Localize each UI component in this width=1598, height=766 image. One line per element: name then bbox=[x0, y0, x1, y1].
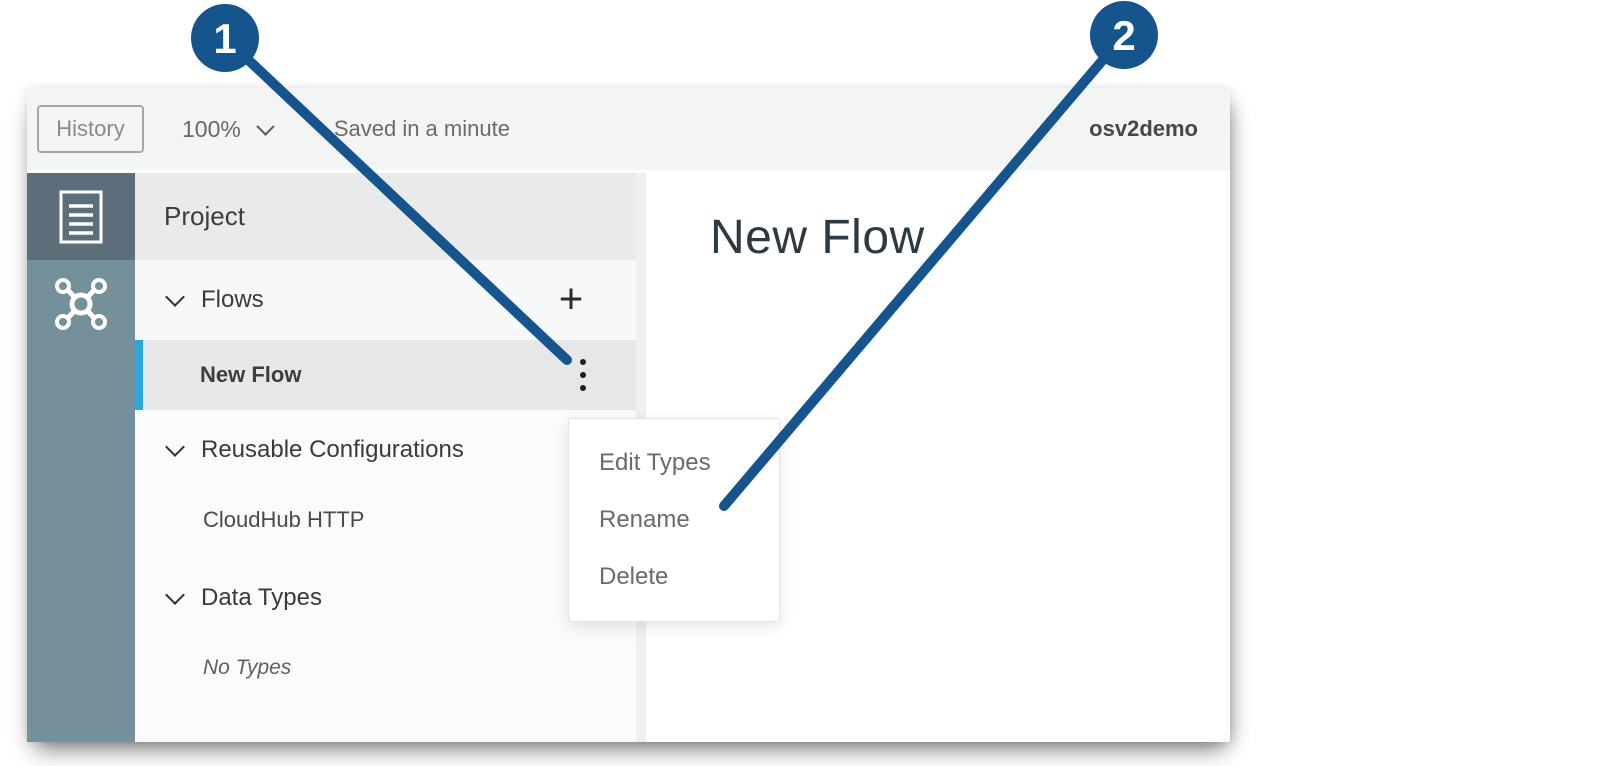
chevron-down-icon[interactable] bbox=[165, 436, 185, 457]
canvas-flow-title: New Flow bbox=[710, 211, 925, 264]
spec-document-icon bbox=[59, 190, 103, 243]
callout-1-number: 1 bbox=[213, 15, 236, 62]
chevron-down-icon[interactable] bbox=[165, 286, 185, 307]
configuration-label: CloudHub HTTP bbox=[203, 507, 365, 532]
history-button[interactable]: History bbox=[37, 105, 144, 153]
menu-item-delete[interactable]: Delete bbox=[599, 562, 669, 590]
app-window: History 100% Saved in a minute osv2demo bbox=[27, 88, 1230, 742]
rail-item-spec[interactable] bbox=[27, 173, 135, 260]
menu-item-edit-types[interactable]: Edit Types bbox=[599, 448, 711, 476]
flow-network-icon bbox=[55, 277, 107, 330]
tree-item-cloudhub-http[interactable]: CloudHub HTTP bbox=[135, 485, 636, 555]
add-flow-button[interactable]: + bbox=[558, 274, 584, 322]
section-label: Flows bbox=[201, 286, 264, 313]
flow-context-menu: Edit Types Rename Delete bbox=[568, 418, 780, 622]
callout-2-badge bbox=[1090, 1, 1158, 69]
empty-types-label: No Types bbox=[203, 656, 292, 679]
callout-1-badge bbox=[191, 4, 259, 72]
kebab-dot bbox=[580, 385, 586, 391]
explorer-title-text: Project bbox=[164, 201, 245, 231]
explorer-title: Project bbox=[135, 173, 636, 260]
chevron-down-icon bbox=[256, 116, 275, 136]
section-label: Reusable Configurations bbox=[201, 436, 464, 463]
chevron-down-icon[interactable] bbox=[165, 584, 185, 605]
save-status-text: Saved in a minute bbox=[333, 116, 510, 141]
kebab-dot bbox=[580, 359, 586, 365]
flow-options-kebab[interactable] bbox=[574, 355, 592, 395]
tree-item-no-types: No Types bbox=[135, 633, 636, 703]
rail-item-flow-designer[interactable] bbox=[27, 260, 135, 347]
project-explorer: Project Flows + New Flow Reusable Config… bbox=[135, 173, 636, 742]
toolbar: History 100% Saved in a minute osv2demo bbox=[27, 88, 1230, 173]
tree-section-data-types[interactable]: Data Types bbox=[135, 563, 636, 633]
zoom-dropdown[interactable]: 100% bbox=[182, 115, 275, 143]
menu-item-rename[interactable]: Rename bbox=[599, 505, 690, 533]
kebab-dot bbox=[580, 372, 586, 378]
zoom-value: 100% bbox=[182, 115, 241, 142]
flow-item-label: New Flow bbox=[200, 362, 302, 387]
tree-section-reusable-configurations[interactable]: Reusable Configurations bbox=[135, 415, 636, 485]
icon-rail bbox=[27, 173, 135, 742]
tree-section-flows[interactable]: Flows + bbox=[135, 260, 636, 340]
section-label: Data Types bbox=[201, 584, 322, 611]
tree-item-new-flow[interactable]: New Flow bbox=[135, 340, 636, 410]
callout-2-number: 2 bbox=[1112, 12, 1135, 59]
project-name-label: osv2demo bbox=[1089, 116, 1198, 141]
